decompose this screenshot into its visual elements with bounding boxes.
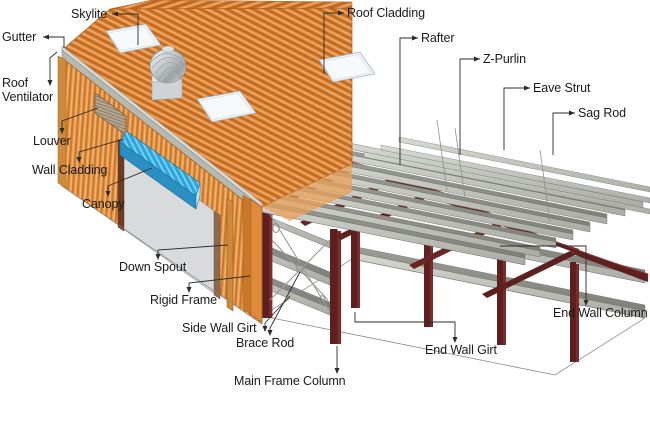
end-wall-column-group	[351, 216, 579, 362]
sag-rod-group	[436, 119, 551, 223]
brace-rod-group	[269, 213, 331, 313]
label-side-wall-girt: Side Wall Girt	[182, 321, 257, 335]
skylite-group	[105, 23, 376, 123]
label-rafter: Rafter	[421, 31, 455, 45]
label-end-wall-column: End Wall Column	[553, 306, 648, 320]
label-roof-cladding: Roof Cladding	[347, 6, 425, 20]
label-rigid-frame: Rigid Frame	[150, 293, 217, 307]
z-purlin-group-near	[245, 142, 644, 258]
label-gutter: Gutter	[2, 30, 37, 44]
label-main-frame-column: Main Frame Column	[234, 374, 346, 388]
label-canopy: Canopy	[82, 197, 125, 211]
rigid-frame-edge	[242, 194, 263, 323]
label-sag-rod: Sag Rod	[578, 106, 626, 120]
canopy-unit	[119, 130, 201, 210]
label-eave-strut: Eave Strut	[533, 81, 591, 95]
label-louver: Louver	[33, 134, 71, 148]
label-skylite: Skylite	[71, 7, 108, 21]
main-frame-column-group	[262, 206, 342, 344]
callout-leaders	[43, 10, 589, 374]
label-end-wall-girt: End Wall Girt	[425, 343, 497, 357]
down-spout-member	[226, 197, 234, 312]
roof-ventilator-unit	[149, 45, 187, 101]
label-brace-rod: Brace Rod	[236, 336, 295, 350]
label-wall-cladding: Wall Cladding	[32, 163, 108, 177]
label-down-spout: Down Spout	[119, 260, 187, 274]
label-z-purlin: Z-Purlin	[483, 52, 526, 66]
clad-building	[57, 0, 376, 325]
label-roof-ventilator: Roof Ventilator	[2, 76, 54, 104]
z-purlin-group-far	[363, 136, 650, 215]
